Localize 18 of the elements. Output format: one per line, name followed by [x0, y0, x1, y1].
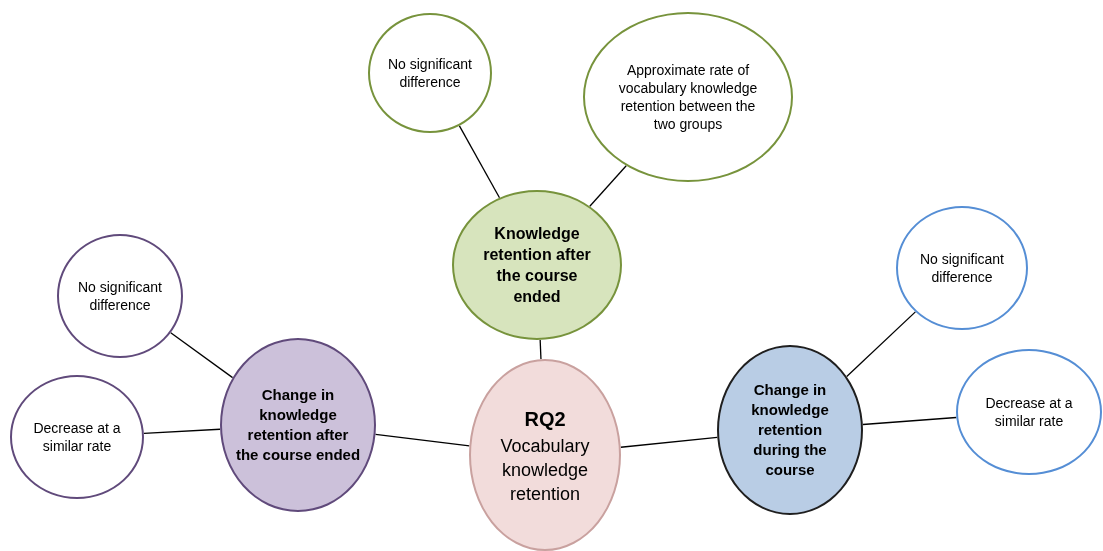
node-label: Approximate rate of vocabulary knowledge retention between the two groups: [617, 61, 759, 133]
node-label: No significant difference: [386, 55, 473, 91]
connector-line: [589, 165, 627, 207]
connector-line: [620, 436, 718, 448]
node-label: Decrease at a similar rate: [984, 394, 1074, 430]
connector-line: [143, 428, 221, 434]
node-label: Knowledge retention after the course ended: [482, 224, 592, 307]
node-label: No significant difference: [76, 278, 163, 314]
node-label: Vocabulary knowledge retention: [499, 435, 591, 506]
node-label: Decrease at a similar rate: [32, 419, 122, 455]
node-label: Change in knowledge retention during the course: [750, 380, 830, 480]
connector-line: [862, 416, 957, 426]
node-label: RQ2: [524, 407, 566, 432]
connector-line: [374, 433, 470, 447]
node-label: No significant difference: [918, 250, 1005, 286]
node-label: Change in knowledge retention after the course ended: [235, 385, 361, 465]
connector-line: [846, 311, 917, 378]
connector-line: [539, 339, 542, 360]
